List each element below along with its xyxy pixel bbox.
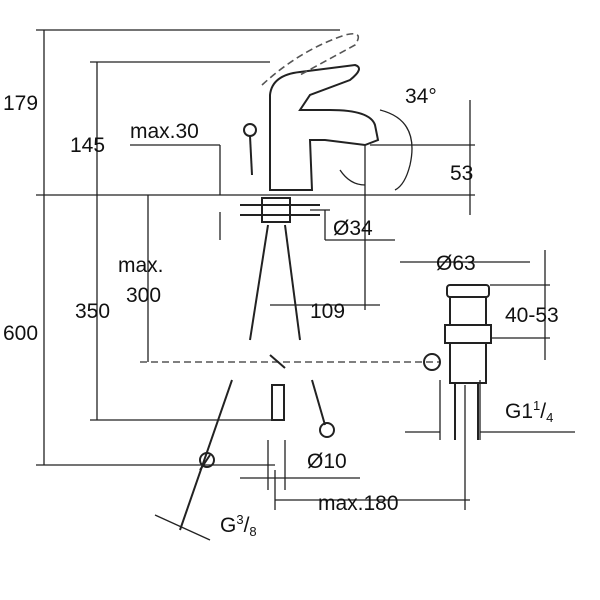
dim-40-53: 40-53	[505, 304, 559, 327]
dim-hose-thread: G3/8	[220, 512, 257, 539]
dim-waste-thread: G11/4	[505, 398, 553, 425]
dim-waste-diameter: Ø63	[436, 252, 476, 275]
dim-hole-diameter: Ø34	[333, 217, 373, 240]
dim-145: 145	[70, 134, 105, 157]
dim-hose-diameter: Ø10	[307, 450, 347, 473]
dim-350: 350	[75, 300, 110, 323]
faucet-body	[240, 32, 413, 223]
waste-fitting	[423, 284, 492, 440]
dimension-lines	[36, 29, 575, 541]
dim-max180: max.180	[318, 492, 399, 515]
dim-max-label: max.	[118, 254, 164, 277]
dim-53: 53	[450, 162, 473, 185]
dim-109: 109	[310, 300, 345, 323]
supply-hoses	[140, 224, 440, 531]
dim-max30: max.30	[130, 120, 199, 143]
dim-300: 300	[126, 284, 161, 307]
dim-angle: 34°	[405, 85, 437, 108]
dim-600: 600	[3, 322, 38, 345]
dim-179: 179	[3, 92, 38, 115]
